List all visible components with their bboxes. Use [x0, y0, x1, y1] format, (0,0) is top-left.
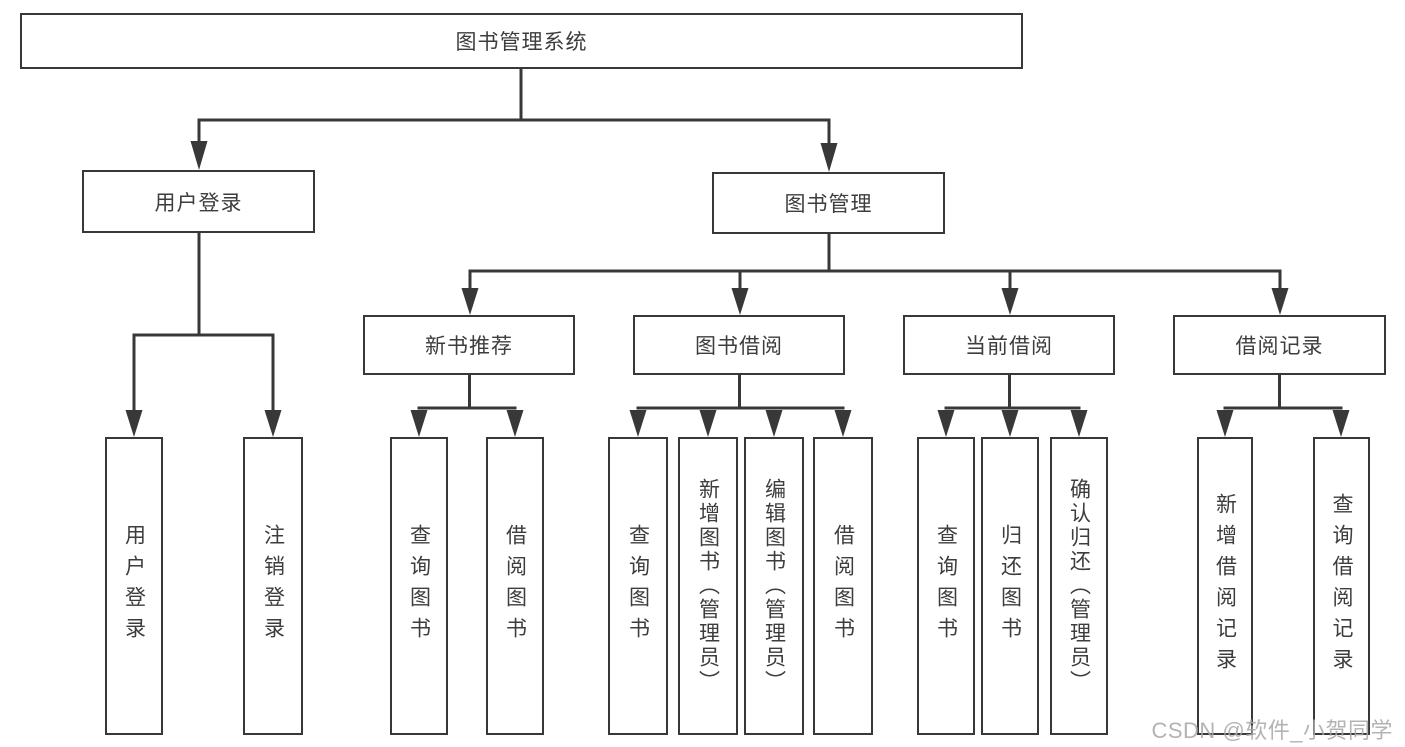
leaf-label-borrow-books-recommend: 借阅图书	[503, 524, 527, 648]
leaf-query-books-recommend: 查询图书	[390, 437, 448, 735]
leaf-label-confirm-return-admin: 确认归还（管理员）	[1067, 478, 1091, 694]
node-book-management: 图书管理	[712, 172, 945, 234]
arrowhead-group	[125, 141, 1350, 437]
leaf-confirm-return-admin: 确认归还（管理员）	[1050, 437, 1108, 735]
arrowhead-book-borrow	[731, 288, 749, 315]
node-label-user-login: 用户登录	[154, 191, 243, 215]
leaf-label-add-book-admin: 新增图书（管理员）	[696, 478, 720, 694]
arrowhead-user-login	[190, 141, 208, 170]
node-user-login: 用户登录	[82, 170, 315, 233]
arrowhead-leaf-borrow-books	[834, 410, 852, 437]
leaf-borrow-books: 借阅图书	[813, 437, 873, 735]
node-new-book-recommend: 新书推荐	[363, 315, 575, 375]
arrowhead-leaf-query-books-recommend	[410, 410, 428, 437]
arrowhead-borrow-records	[1271, 288, 1289, 315]
node-label-root: 图书管理系统	[455, 31, 588, 54]
arrowhead-leaf-add-book	[699, 410, 717, 437]
node-book-borrow: 图书借阅	[633, 315, 845, 375]
leaf-label-query-borrow-record: 查询借阅记录	[1330, 493, 1353, 679]
leaf-label-return-books: 归还图书	[998, 524, 1022, 648]
arrowhead-leaf-edit-book	[765, 410, 783, 437]
arrowhead-book-management	[820, 143, 838, 172]
arrowhead-leaf-confirm-return	[1070, 410, 1088, 437]
arrowhead-leaf-logout	[264, 410, 282, 437]
leaf-label-add-borrow-record: 新增借阅记录	[1213, 493, 1237, 679]
connector-path-group	[132, 69, 1343, 413]
arrowhead-leaf-add-record	[1216, 410, 1234, 437]
leaf-add-borrow-record: 新增借阅记录	[1197, 437, 1253, 735]
watermark: CSDN @软件_小贺同学	[1151, 718, 1393, 743]
arrowhead-leaf-login	[125, 410, 143, 437]
leaf-query-borrow-record: 查询借阅记录	[1313, 437, 1370, 735]
leaf-label-query-books-borrow: 查询图书	[626, 524, 650, 648]
arrowhead-new-book	[461, 288, 479, 315]
node-label-book-management: 图书管理	[784, 193, 873, 216]
leaf-query-books-current: 查询图书	[917, 437, 975, 735]
arrowhead-current-borrow	[1001, 288, 1019, 315]
leaf-query-books-borrow: 查询图书	[608, 437, 668, 735]
leaf-label-edit-book-admin: 编辑图书（管理员）	[762, 478, 786, 694]
leaf-logout: 注销登录	[243, 437, 303, 735]
leaf-label-query-books-recommend: 查询图书	[407, 524, 431, 648]
node-borrow-records: 借阅记录	[1173, 315, 1386, 375]
leaf-user-login: 用户登录	[105, 437, 163, 735]
leaf-return-books: 归还图书	[981, 437, 1039, 735]
node-library-management-system: 图书管理系统	[20, 13, 1023, 69]
leaf-add-book-admin: 新增图书（管理员）	[678, 437, 738, 735]
node-label-book-borrow: 图书借阅	[695, 335, 783, 358]
node-current-borrow: 当前借阅	[903, 315, 1115, 375]
node-label-new-book-recommend: 新书推荐	[425, 335, 513, 358]
leaf-label-logout: 注销登录	[261, 524, 285, 648]
node-label-borrow-records: 借阅记录	[1235, 335, 1324, 358]
leaf-label-user-login: 用户登录	[122, 524, 146, 648]
node-label-current-borrow: 当前借阅	[965, 335, 1053, 358]
arrowhead-leaf-query-record	[1332, 410, 1350, 437]
leaf-edit-book-admin: 编辑图书（管理员）	[744, 437, 804, 735]
arrowhead-leaf-return-books	[1001, 410, 1019, 437]
arrowhead-leaf-query-books-borrow	[629, 410, 647, 437]
arrowhead-leaf-query-books-current	[937, 410, 955, 437]
arrowhead-leaf-borrow-books-recommend	[506, 410, 524, 437]
leaf-label-query-books-current: 查询图书	[934, 524, 958, 648]
leaf-label-borrow-books: 借阅图书	[831, 524, 855, 648]
leaf-borrow-books-recommend: 借阅图书	[486, 437, 544, 735]
